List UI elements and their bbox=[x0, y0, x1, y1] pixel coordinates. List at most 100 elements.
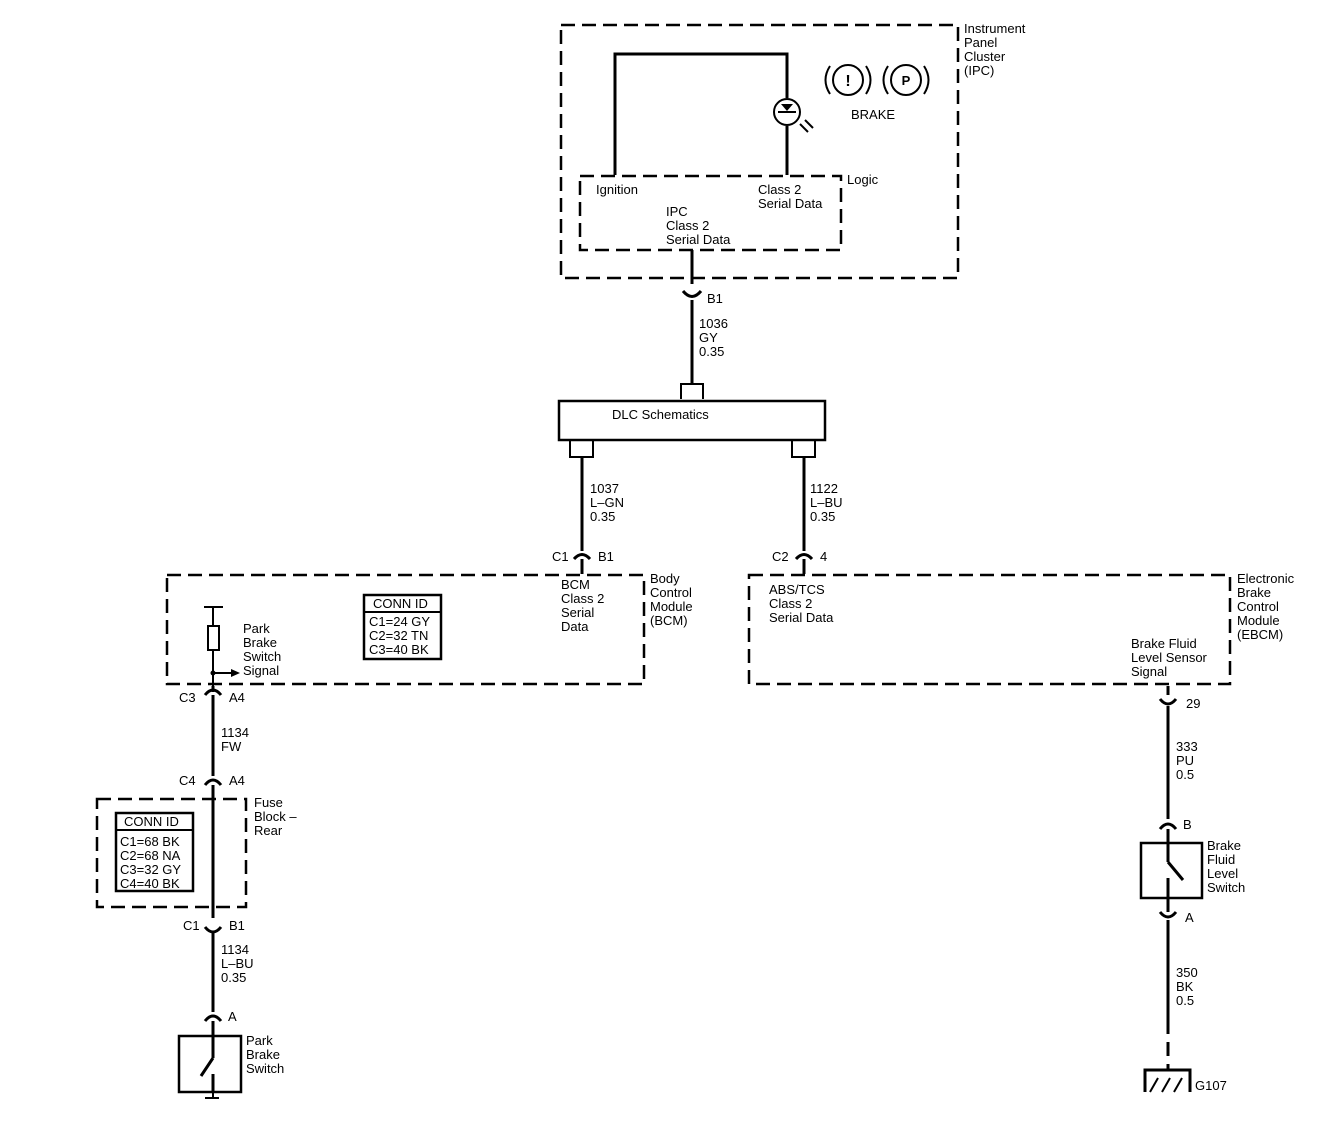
svg-text:Class 2: Class 2 bbox=[769, 596, 812, 611]
svg-text:Panel: Panel bbox=[964, 35, 997, 50]
bcm-serial-data-label: BCM Class 2 Serial Data bbox=[561, 577, 604, 634]
svg-text:Instrument: Instrument bbox=[964, 21, 1026, 36]
svg-text:0.35: 0.35 bbox=[810, 509, 835, 524]
svg-text:Module: Module bbox=[1237, 613, 1280, 628]
ipc-logic-outline bbox=[578, 174, 843, 252]
svg-text:Brake: Brake bbox=[246, 1047, 280, 1062]
svg-text:Switch: Switch bbox=[1207, 880, 1245, 895]
svg-text:Brake Fluid: Brake Fluid bbox=[1131, 636, 1197, 651]
connector-a-fluid bbox=[1158, 911, 1178, 919]
svg-text:Brake: Brake bbox=[1207, 838, 1241, 853]
svg-text:PU: PU bbox=[1176, 753, 1194, 768]
dlc-label: DLC Schematics bbox=[612, 407, 709, 422]
svg-text:Serial Data: Serial Data bbox=[666, 232, 731, 247]
svg-text:C1=24 GY: C1=24 GY bbox=[369, 614, 430, 629]
wire-350-label: 350 BK 0.5 bbox=[1176, 965, 1198, 1008]
svg-text:C3=32 GY: C3=32 GY bbox=[120, 862, 181, 877]
pin-a-park: A bbox=[228, 1009, 237, 1024]
svg-text:Switch: Switch bbox=[246, 1061, 284, 1076]
svg-text:CONN ID: CONN ID bbox=[373, 596, 428, 611]
connector-29 bbox=[1158, 698, 1178, 706]
conn-c3: C3 bbox=[179, 690, 196, 705]
ground-label: G107 bbox=[1195, 1078, 1227, 1093]
ebcm-module-outline bbox=[747, 573, 1232, 686]
svg-text:1036: 1036 bbox=[699, 316, 728, 331]
svg-text:1134: 1134 bbox=[221, 942, 249, 957]
svg-text:Signal: Signal bbox=[1131, 664, 1167, 679]
pin-b1-ipc: B1 bbox=[707, 291, 723, 306]
svg-text:ABS/TCS: ABS/TCS bbox=[769, 582, 825, 597]
brake-lamp-icon bbox=[773, 98, 814, 133]
bcm-title: Body Control Module (BCM) bbox=[650, 571, 693, 628]
svg-text:Signal: Signal bbox=[243, 663, 279, 678]
svg-text:Data: Data bbox=[561, 619, 589, 634]
svg-text:Block –: Block – bbox=[254, 809, 297, 824]
svg-text:Rear: Rear bbox=[254, 823, 283, 838]
svg-text:IPC: IPC bbox=[666, 204, 688, 219]
connector-c4-a4 bbox=[203, 778, 223, 786]
svg-text:CONN ID: CONN ID bbox=[124, 814, 179, 829]
connector-c1-b1-fuse bbox=[203, 926, 223, 934]
svg-text:Park: Park bbox=[246, 1033, 273, 1048]
ipc-lamp-feed-wire bbox=[613, 52, 789, 175]
svg-text:Park: Park bbox=[243, 621, 270, 636]
brake-fluid-switch-box bbox=[1139, 841, 1204, 900]
svg-text:C2=32 TN: C2=32 TN bbox=[369, 628, 428, 643]
ebcm-serial-data-label: ABS/TCS Class 2 Serial Data bbox=[769, 582, 834, 625]
dlc-box bbox=[557, 399, 827, 442]
svg-text:1134: 1134 bbox=[221, 725, 249, 740]
svg-text:C3=40 BK: C3=40 BK bbox=[369, 642, 429, 657]
svg-text:(IPC): (IPC) bbox=[964, 63, 994, 78]
svg-text:350: 350 bbox=[1176, 965, 1198, 980]
logic-label: Logic bbox=[847, 172, 879, 187]
connector-a-park bbox=[203, 1014, 223, 1022]
conn-c1-bcm: C1 bbox=[552, 549, 569, 564]
park-brake-switch-symbol bbox=[199, 1021, 219, 1099]
pin-b-fluid: B bbox=[1183, 817, 1192, 832]
svg-text:Fuse: Fuse bbox=[254, 795, 283, 810]
pin-b1-fuse: B1 bbox=[229, 918, 245, 933]
svg-text:FW: FW bbox=[221, 739, 242, 754]
svg-text:C1=68 BK: C1=68 BK bbox=[120, 834, 180, 849]
pullup-resistor bbox=[204, 606, 240, 686]
conn-c2-ebcm: C2 bbox=[772, 549, 789, 564]
svg-text:Brake: Brake bbox=[243, 635, 277, 650]
pin-29: 29 bbox=[1186, 696, 1200, 711]
svg-text:1037: 1037 bbox=[590, 481, 619, 496]
connector-b1-ipc bbox=[681, 289, 703, 298]
wire-333-label: 333 PU 0.5 bbox=[1176, 739, 1198, 782]
connector-c1-b1-bcm bbox=[572, 553, 592, 561]
pin-a-fluid: A bbox=[1185, 910, 1194, 925]
svg-text:C2=68 NA: C2=68 NA bbox=[120, 848, 181, 863]
pin-a4-c3: A4 bbox=[229, 690, 245, 705]
dlc-top-terminal bbox=[680, 383, 704, 399]
wire-1036-label: 1036 GY 0.35 bbox=[699, 316, 728, 359]
park-brake-switch-label: Park Brake Switch bbox=[246, 1033, 284, 1076]
svg-text:P: P bbox=[902, 73, 911, 88]
wire-1134-lbu-label: 1134 L–BU 0.35 bbox=[221, 942, 254, 985]
ground-symbol bbox=[1143, 1068, 1192, 1093]
svg-text:Electronic: Electronic bbox=[1237, 571, 1295, 586]
pin-a4-c4: A4 bbox=[229, 773, 245, 788]
svg-text:1122: 1122 bbox=[810, 481, 838, 496]
svg-text:0.35: 0.35 bbox=[590, 509, 615, 524]
svg-text:Serial: Serial bbox=[561, 605, 594, 620]
svg-text:0.5: 0.5 bbox=[1176, 767, 1194, 782]
svg-text:L–BU: L–BU bbox=[221, 956, 254, 971]
ipc-module-outline bbox=[559, 23, 960, 280]
connector-c3-a4 bbox=[203, 688, 223, 696]
fuse-block-title: Fuse Block – Rear bbox=[254, 795, 297, 838]
ebcm-title: Electronic Brake Control Module (EBCM) bbox=[1237, 571, 1295, 642]
wire-1134-fw-label: 1134 FW bbox=[221, 725, 249, 754]
pin-4-ebcm: 4 bbox=[820, 549, 827, 564]
svg-text:!: ! bbox=[845, 73, 850, 90]
svg-text:0.35: 0.35 bbox=[221, 970, 246, 985]
connector-c2-4-ebcm bbox=[794, 553, 814, 561]
conn-c1-fuse: C1 bbox=[183, 918, 200, 933]
wire-1122-label: 1122 L–BU 0.35 bbox=[810, 481, 843, 524]
svg-text:GY: GY bbox=[699, 330, 718, 345]
fuse-block-conn-id-table: CONN ID C1=68 BK C2=68 NA C3=32 GY C4=40… bbox=[114, 811, 195, 893]
svg-text:Brake: Brake bbox=[1237, 585, 1271, 600]
svg-text:Switch: Switch bbox=[243, 649, 281, 664]
